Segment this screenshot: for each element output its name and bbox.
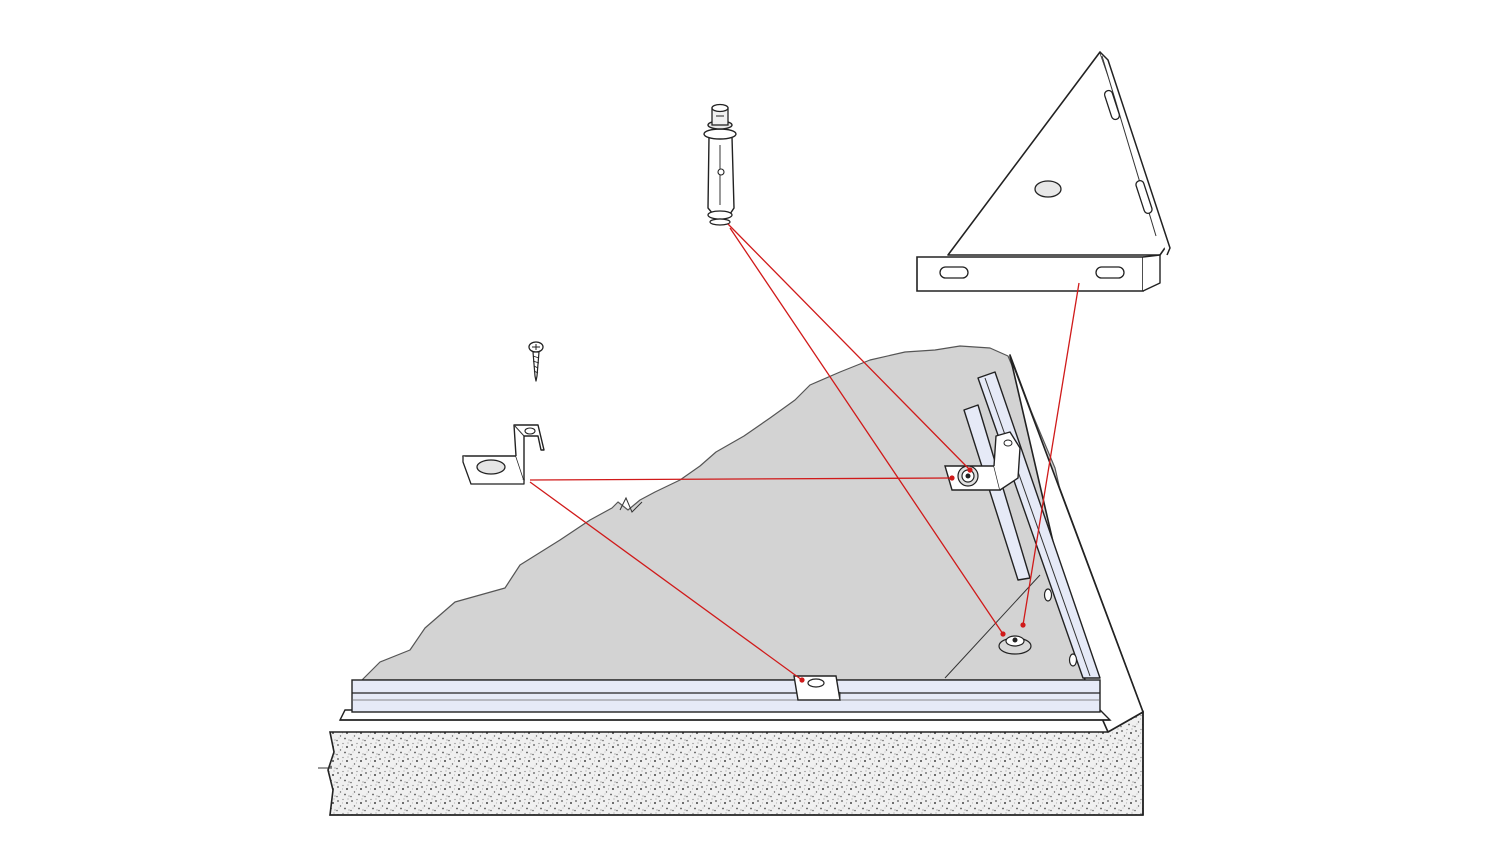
z-clip-icon [462,424,545,485]
leader-dot [967,467,973,473]
leader-zclip-to-front [529,481,803,681]
screw-icon [528,341,544,382]
front-rail [338,679,1112,721]
leader-dot [1000,631,1006,637]
z-clip [462,424,545,485]
leader-anchor-to-corner [727,223,971,471]
leader-dot [949,475,955,481]
crack-mark [619,496,643,513]
leader-anchor-to-lower [729,227,1004,635]
expansion-anchor-bolt [703,103,737,226]
rail-corner-clip [944,431,1021,491]
corner-bracket-icon [916,51,1171,292]
ground-fill [361,345,1101,681]
front-rail-clip [793,675,841,701]
triangular-corner-bracket [916,51,1171,292]
wood-screw [528,341,544,382]
leader-dot [799,677,805,683]
leader-lines [529,223,1080,683]
leader-dot [1020,622,1026,628]
lower-nut [998,635,1032,655]
leader-bracket-to-lower [1022,282,1080,626]
anchor-bolt-icon [703,103,737,226]
leader-zclip-to-corner [529,477,953,481]
